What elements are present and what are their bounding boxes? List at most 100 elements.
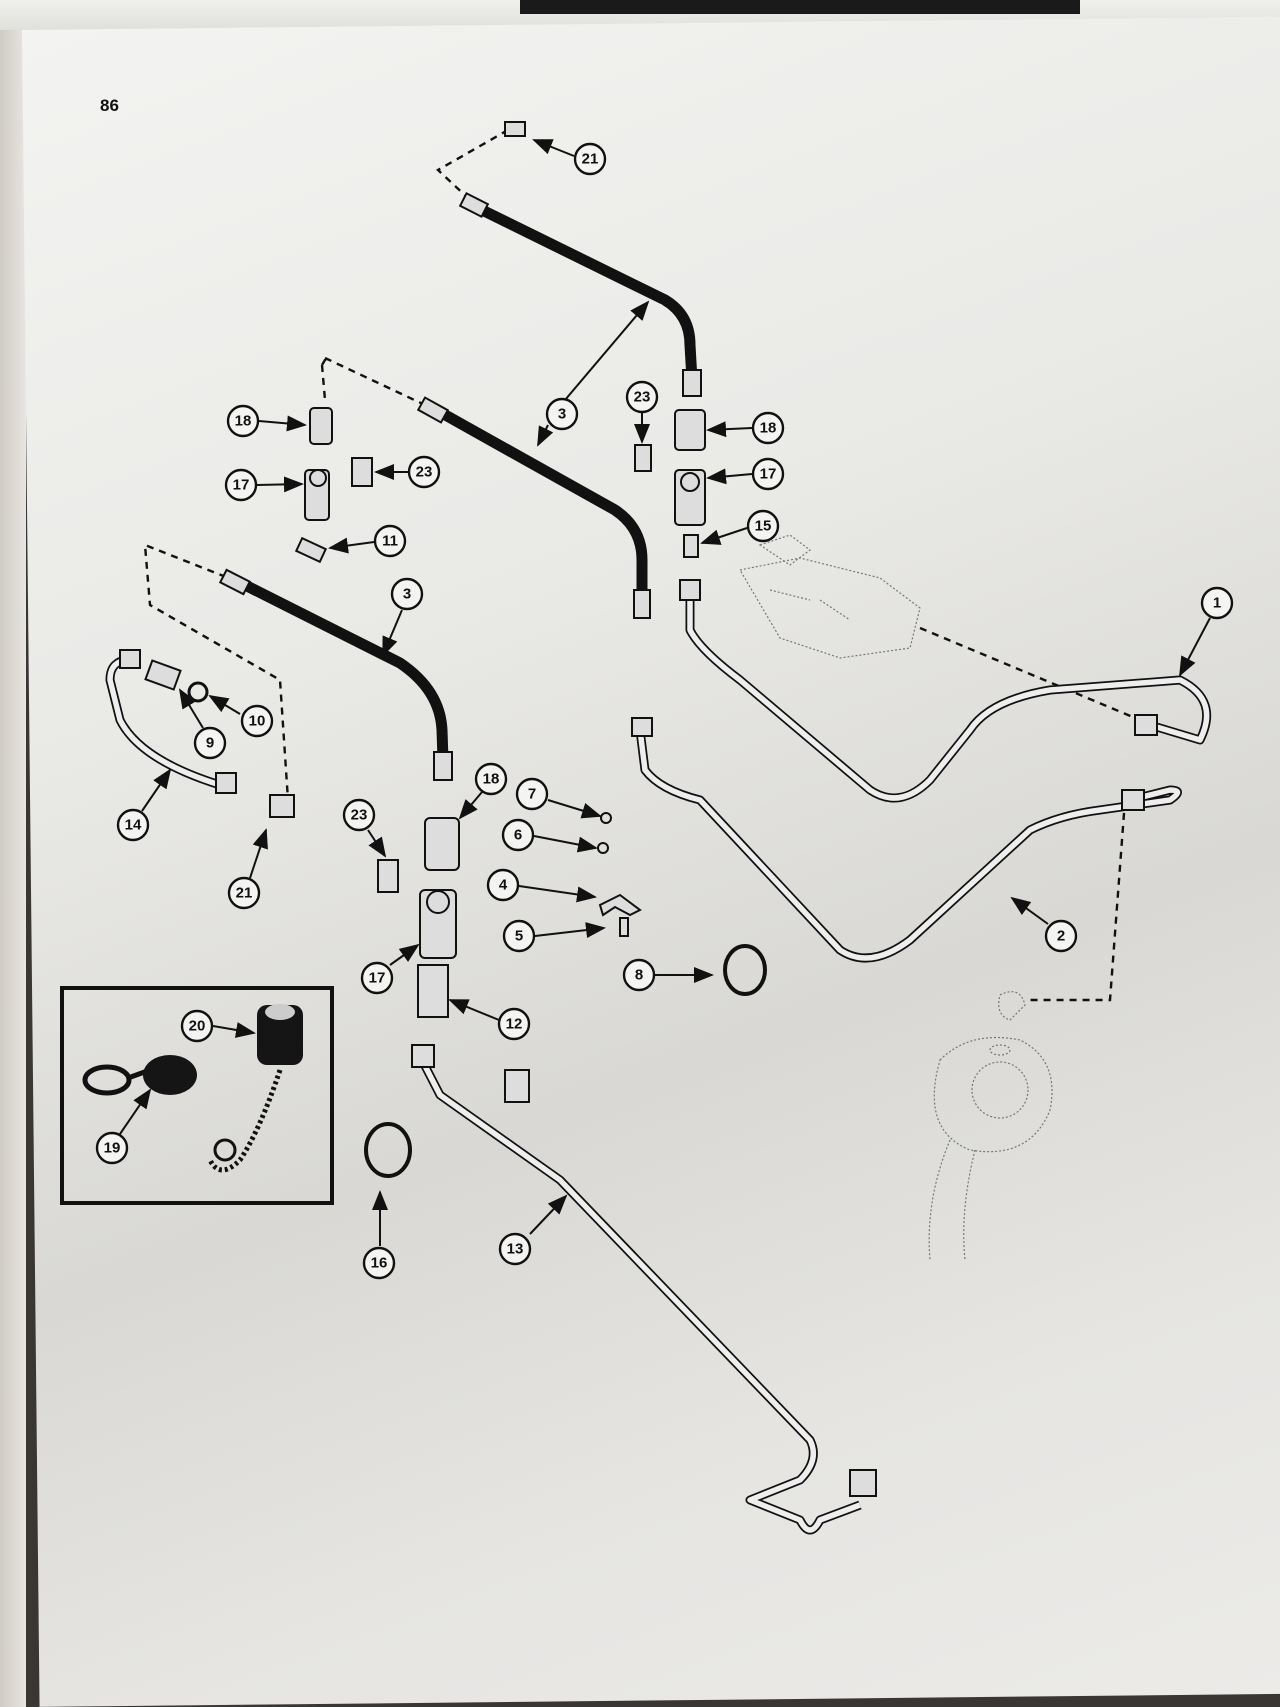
callout-8: 8 <box>622 958 714 992</box>
hose-assembly-lower <box>218 568 453 781</box>
callout-label: 12 <box>506 1016 523 1033</box>
dust-cap-20 <box>257 1005 303 1065</box>
pump-outline <box>928 991 1053 1261</box>
callout-11: 11 <box>328 524 407 558</box>
binder-edge <box>520 0 1080 14</box>
callout-7: 7 <box>515 777 602 819</box>
callout-label: 17 <box>233 477 250 494</box>
callout-label: 17 <box>369 970 386 987</box>
fittings <box>144 121 767 1178</box>
callout-label: 21 <box>582 151 599 168</box>
callout-19: 19 <box>95 1088 152 1165</box>
callout-label: 11 <box>382 533 398 550</box>
coupler-18-lower <box>424 817 460 871</box>
callout-3-lower: 3 <box>382 577 424 657</box>
callout-18-left: 18 <box>226 404 307 438</box>
tube-1 <box>679 579 1212 803</box>
bolt-5 <box>619 917 629 937</box>
callout-label: 16 <box>371 1255 388 1272</box>
callout-18-right: 18 <box>706 411 785 445</box>
callout-17-right: 17 <box>706 457 785 491</box>
callout-21-lower: 21 <box>227 828 268 910</box>
callout-2: 2 <box>1010 896 1078 953</box>
callout-label: 7 <box>528 786 536 803</box>
callout-5: 5 <box>502 919 606 953</box>
callout-label: 23 <box>351 807 368 824</box>
fitting-11 <box>294 536 328 564</box>
callout-label: 18 <box>760 420 777 437</box>
callout-6: 6 <box>501 818 598 853</box>
callout-4: 4 <box>486 868 597 903</box>
callout-label: 4 <box>499 877 508 894</box>
hose-clamp-16 <box>364 1122 412 1178</box>
dust-plug-19 <box>82 1064 132 1096</box>
callout-17-lower: 17 <box>360 943 420 995</box>
tube-14 <box>105 649 237 794</box>
callout-23-right: 23 <box>625 380 659 444</box>
callout-label: 10 <box>249 713 266 730</box>
callout-20: 20 <box>180 1009 256 1043</box>
fitting-15 <box>683 534 699 558</box>
callout-label: 14 <box>125 817 142 834</box>
dashed-leader <box>435 128 509 201</box>
adapter-23-right <box>634 444 652 472</box>
callout-label: 1 <box>1213 595 1221 612</box>
fitting-9 <box>144 659 182 691</box>
callout-label: 17 <box>760 466 777 483</box>
callout-17-left: 17 <box>224 468 304 502</box>
adapter-23-lower <box>377 859 399 893</box>
bead-chain <box>207 1069 283 1173</box>
tube-2 <box>631 717 1182 963</box>
coupler-18-right <box>674 409 706 451</box>
hose-clamp-8 <box>723 944 767 996</box>
callout-label: 19 <box>104 1140 121 1157</box>
clamp-4 <box>598 893 642 917</box>
hose-assembly-top <box>458 191 702 397</box>
callout-13: 13 <box>498 1194 568 1266</box>
page-stack-edge <box>0 30 26 1707</box>
callout-label: 20 <box>189 1018 206 1035</box>
callout-label: 23 <box>416 464 433 481</box>
callout-label: 18 <box>235 413 252 430</box>
page-number: 86 <box>100 96 119 115</box>
callout-label: 15 <box>755 518 772 535</box>
elbow-fitting-21-top <box>504 121 526 137</box>
hose-assembly-middle <box>416 396 651 619</box>
lockwasher-6 <box>597 842 609 854</box>
tube-13 <box>411 1044 877 1535</box>
callout-label: 9 <box>206 735 214 752</box>
callout-23-lower: 23 <box>342 798 387 858</box>
callout-label: 23 <box>634 389 651 406</box>
callout-18-lower: 18 <box>458 762 508 820</box>
callout-10: 10 <box>208 694 274 738</box>
callout-label: 3 <box>558 406 566 423</box>
dashed-leader <box>143 543 290 801</box>
dashed-leader <box>919 626 1141 722</box>
callout-label: 5 <box>515 928 523 945</box>
plug <box>504 1069 530 1103</box>
callout-23-left: 23 <box>374 455 441 489</box>
callout-12: 12 <box>448 999 531 1041</box>
callout-9: 9 <box>178 688 227 760</box>
control-valve-outline <box>739 534 921 659</box>
callout-label: 8 <box>635 967 643 984</box>
callout-15: 15 <box>700 509 780 545</box>
coupler-18-left <box>309 407 333 445</box>
callout-1: 1 <box>1179 586 1234 677</box>
callout-14: 14 <box>116 768 172 842</box>
nut-7 <box>600 812 612 824</box>
callout-3-top: 3 <box>537 300 650 447</box>
callout-label: 6 <box>514 827 522 844</box>
callout-label: 13 <box>507 1241 524 1258</box>
adapter-23-left <box>351 457 373 487</box>
callout-label: 2 <box>1057 928 1065 945</box>
callout-label: 21 <box>236 885 253 902</box>
dashed-leader <box>320 356 331 401</box>
callout-label: 18 <box>483 771 500 788</box>
inset-dust-caps <box>60 986 334 1205</box>
callout-16: 16 <box>362 1190 396 1280</box>
o-ring-10 <box>187 681 209 703</box>
callout-label: 3 <box>403 586 411 603</box>
elbow-21-lower <box>269 794 295 818</box>
